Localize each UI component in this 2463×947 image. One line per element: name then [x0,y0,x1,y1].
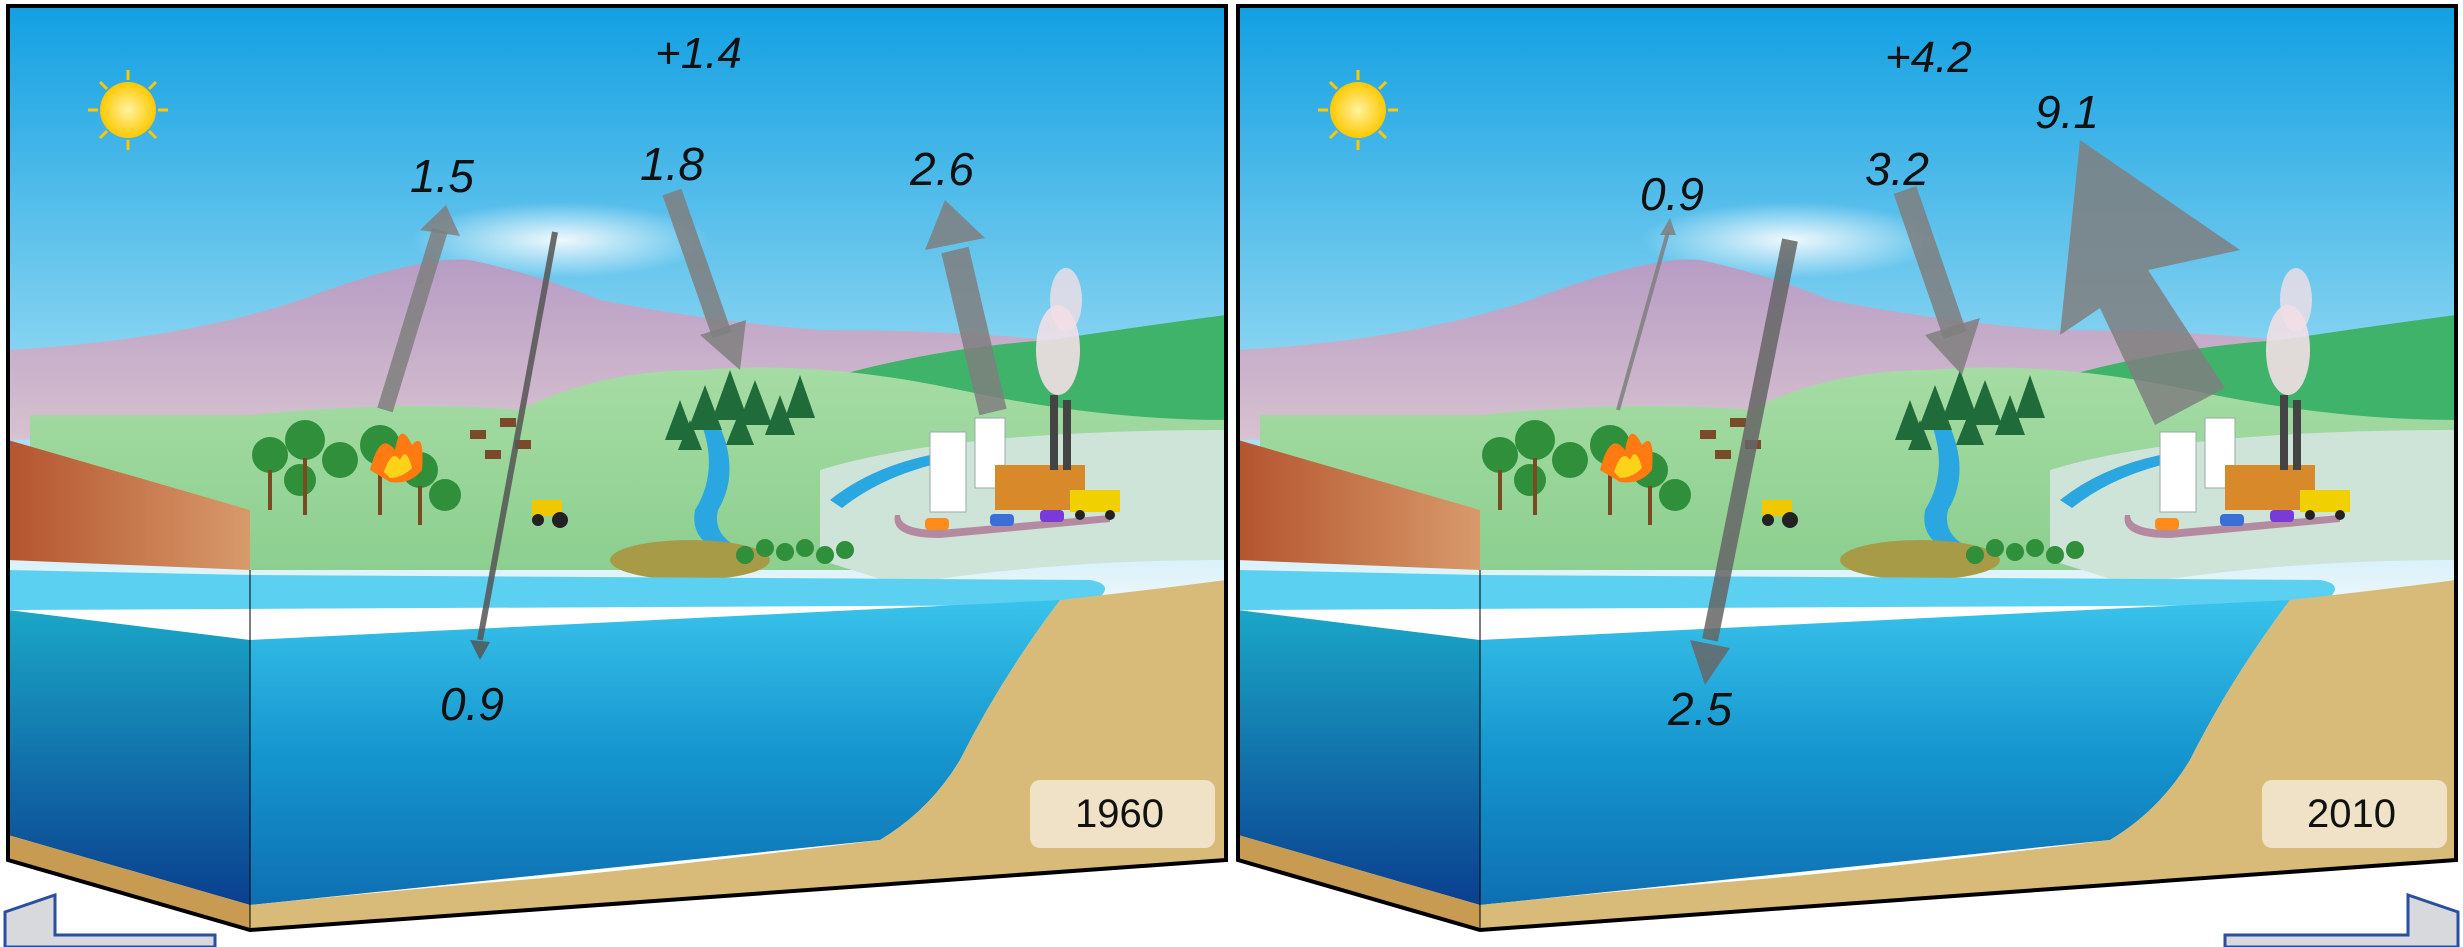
land-sink-arrow [662,188,746,370]
fossil-fuel-arrow [925,200,1007,416]
year-label: 2010 [2307,792,2396,836]
previous-arrow-icon[interactable] [3,892,217,947]
ocean-uptake-arrow [470,231,558,660]
panel-2010: +4.2 0.9 3.2 9.1 2.5 2010 [1236,4,2458,932]
land-sink-flux-label: 1.8 [640,138,704,190]
land-use-arrow [1616,218,1676,411]
net-change-label: +4.2 [1885,33,1972,82]
panel-1960: +1.4 1.5 1.8 2.6 0.9 1960 [6,4,1228,932]
land-sink-flux-label: 3.2 [1865,143,1929,195]
year-badge: 1960 [1030,780,1215,848]
ocean-uptake-arrow [1690,238,1798,685]
land-sink-arrow [1893,186,1980,375]
land-use-flux-label: 0.9 [1640,168,1704,220]
net-change-label: +1.4 [655,29,742,78]
ocean-uptake-flux-label: 2.5 [1667,683,1732,735]
ocean-uptake-flux-label: 0.9 [440,678,504,730]
fossil-fuel-flux-label: 9.1 [2035,86,2099,138]
year-label: 1960 [1075,792,1164,836]
next-arrow-icon[interactable] [2223,892,2460,947]
fossil-fuel-flux-label: 2.6 [909,143,974,195]
year-badge: 2010 [2262,780,2447,848]
fossil-fuel-arrow [2060,140,2240,425]
land-use-arrow [377,205,460,413]
land-use-flux-label: 1.5 [410,150,474,202]
